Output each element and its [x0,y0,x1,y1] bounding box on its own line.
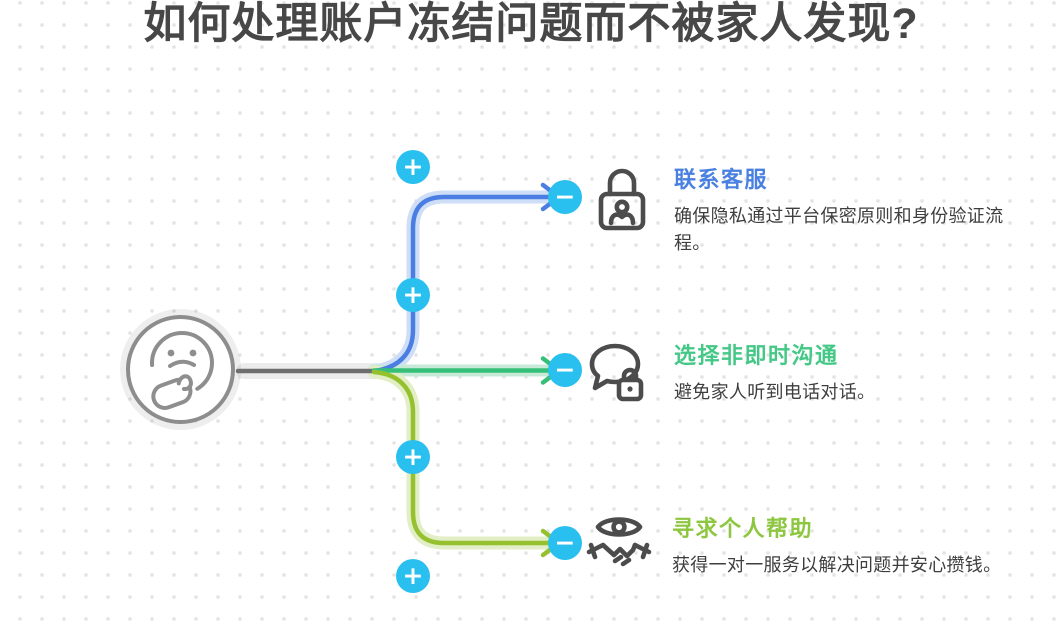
branch-node-contact-support[interactable]: 联系客服 确保隐私通过平台保密原则和身份验证流程。 [590,166,1026,257]
plus-icon: + [402,441,424,471]
branch-description[interactable]: 获得一对一服务以解决问题并安心攒钱。 [672,555,1002,576]
branch-title[interactable]: 联系客服 [674,167,769,192]
branch-description[interactable]: 避免家人听到电话对话。 [674,382,876,403]
plus-icon: + [402,151,424,181]
branch-node-async-communication[interactable]: 选择非即时沟通 避免家人听到电话对话。 [583,338,1026,411]
minus-icon: − [554,181,576,211]
secure-chat-icon [583,338,649,411]
add-node-button[interactable]: + [396,278,430,312]
minus-icon: − [554,354,576,384]
remove-node-button[interactable]: − [548,180,582,214]
privacy-lock-icon [590,166,654,239]
supervised-handshake-icon [584,511,654,584]
plus-icon: + [402,560,424,590]
remove-node-button[interactable]: − [548,353,582,387]
branch-title[interactable]: 寻求个人帮助 [672,516,814,541]
plus-icon: + [402,279,424,309]
branch-title[interactable]: 选择非即时沟通 [674,343,839,368]
branch-node-personal-help[interactable]: 寻求个人帮助 获得一对一服务以解决问题并安心攒钱。 [584,511,1024,584]
branch-description[interactable]: 确保隐私通过平台保密原则和身份验证流程。 [674,206,1004,254]
thinking-face-icon [137,323,225,416]
page-title: 如何处理账户冻结问题而不被家人发现? [143,0,919,48]
add-node-button[interactable]: + [396,440,430,474]
add-node-button[interactable]: + [396,150,430,184]
remove-node-button[interactable]: − [548,526,582,560]
add-node-button[interactable]: + [396,559,430,593]
minus-icon: − [554,527,576,557]
central-node[interactable] [126,315,235,424]
